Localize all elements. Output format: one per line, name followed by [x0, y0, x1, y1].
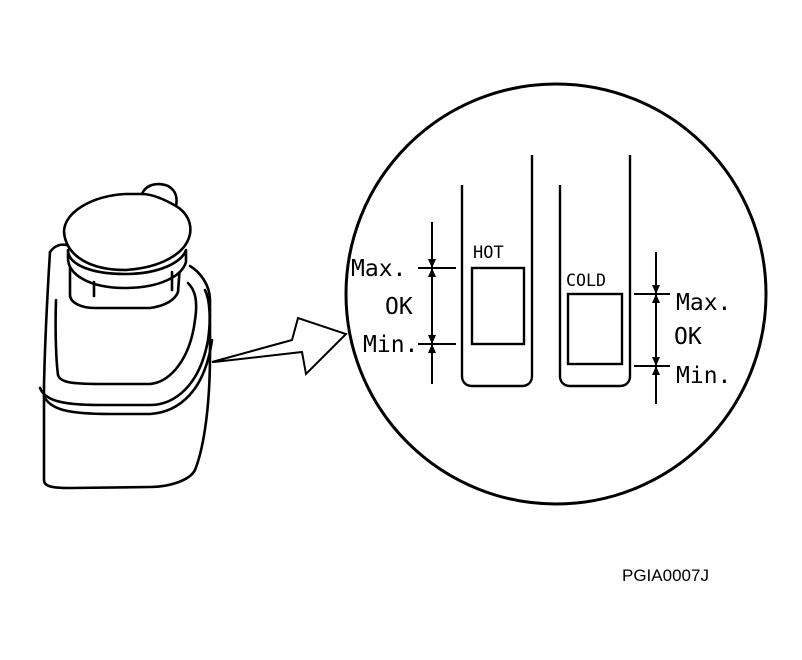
cold-ok-label: OK	[674, 324, 702, 350]
tank-rim-band	[38, 288, 211, 407]
reference-code: PGIA0007J	[622, 566, 709, 585]
hot-min-label: Min.	[363, 332, 418, 358]
cold-max-label: Max.	[676, 290, 731, 316]
hot-label: HOT	[473, 243, 504, 263]
radiator-cap-top	[62, 182, 192, 272]
cold-label: COLD	[566, 271, 606, 291]
hot-level-window	[470, 266, 526, 346]
cold-min-label: Min.	[676, 363, 731, 389]
detail-pointer-arrow	[211, 316, 348, 377]
tank-outer-body	[42, 250, 212, 490]
cold-level-tube	[558, 155, 632, 388]
cap-ring	[66, 248, 188, 290]
hot-max-label: Max.	[351, 256, 406, 282]
reservoir-tank	[38, 182, 214, 490]
detail-circle	[344, 82, 768, 506]
tank-rim-band-2	[42, 338, 214, 416]
hot-ok-label: OK	[385, 294, 413, 320]
cold-dimension-marks	[634, 252, 670, 404]
hot-level-tube	[460, 155, 534, 388]
hot-dimension-marks	[418, 222, 456, 384]
cold-level-window	[566, 292, 624, 366]
tank-front-bevel	[54, 281, 198, 386]
